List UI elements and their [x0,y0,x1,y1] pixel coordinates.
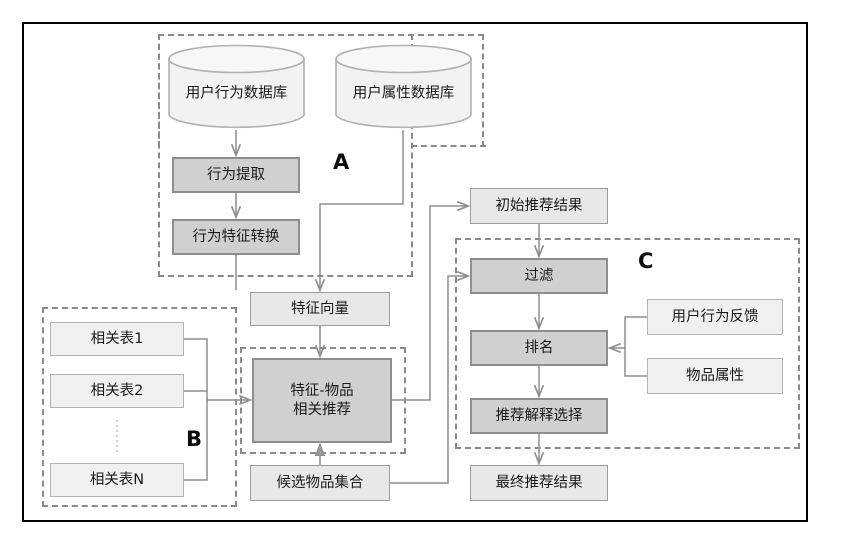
node-related-table-n[interactable]: 相关表N [50,463,184,497]
node-feature-item-recommend[interactable]: 特征-物品 相关推荐 [252,358,392,443]
group-region-b [42,307,237,507]
db-user-behavior-label: 用户行为数据库 [185,85,288,102]
node-item-attribute[interactable]: 物品属性 [647,358,783,394]
node-user-behavior-feedback[interactable]: 用户行为反馈 [647,299,783,335]
node-feature-vector[interactable]: 特征向量 [250,292,390,326]
node-filter[interactable]: 过滤 [470,258,608,294]
node-related-table-2[interactable]: 相关表2 [50,374,184,408]
node-behavior-extract[interactable]: 行为提取 [172,157,300,193]
node-explain-select[interactable]: 推荐解释选择 [470,398,608,434]
node-feature-item-recommend-line2: 相关推荐 [293,401,351,418]
node-candidate-item-set[interactable]: 候选物品集合 [250,465,390,501]
group-label-c: C [638,249,654,273]
group-region-a-body [158,34,413,277]
group-label-a: A [333,150,350,174]
ellipsis-vertical-dots [116,420,118,452]
cylinder-shape [335,44,472,129]
node-final-result[interactable]: 最终推荐结果 [470,465,608,501]
node-related-table-1[interactable]: 相关表1 [50,322,184,356]
cylinder-shape [168,44,305,129]
node-behavior-feature-transform[interactable]: 行为特征转换 [172,219,300,255]
node-rank[interactable]: 排名 [470,330,608,366]
node-initial-result[interactable]: 初始推荐结果 [470,188,608,224]
db-user-attribute-label: 用户属性数据库 [352,85,455,102]
db-user-behavior[interactable]: 用户行为数据库 [168,44,305,130]
group-label-b: B [186,427,203,451]
node-feature-item-recommend-line1: 特征-物品 [290,383,354,400]
db-user-attribute[interactable]: 用户属性数据库 [335,44,472,130]
group-region-a-step [411,145,486,147]
